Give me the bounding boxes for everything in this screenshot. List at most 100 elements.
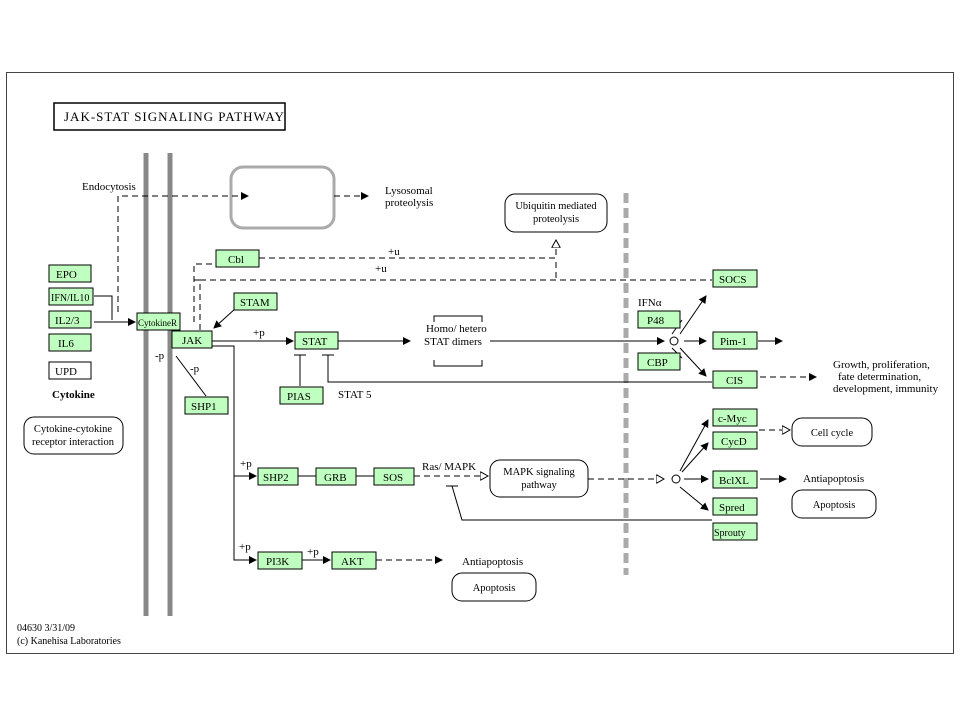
label-plus-u-1: +u: [388, 246, 400, 258]
svg-text:STAM: STAM: [240, 297, 270, 309]
label-plus-p-shp2: +p: [240, 458, 252, 470]
svg-text:Sprouty: Sprouty: [714, 528, 746, 539]
nucleus-node-stat: [669, 336, 679, 346]
footer-copyright: (c) Kanehisa Laboratories: [17, 636, 121, 647]
svg-text:Pim-1: Pim-1: [720, 336, 747, 348]
map-apoptosis-right[interactable]: Apoptosis: [791, 489, 877, 519]
label-dimers-1: Homo/ hetero: [426, 323, 487, 335]
label-dimers-2: STAT dimers: [424, 336, 482, 348]
gene-cmyc[interactable]: c-Myc: [712, 408, 758, 427]
gene-il2-3[interactable]: IL2/3: [48, 310, 92, 329]
svg-text:PI3K: PI3K: [266, 556, 289, 568]
gene-p48[interactable]: P48: [637, 310, 681, 329]
edge-cbl-ubiquitin: [259, 240, 556, 259]
map-cell-cycle[interactable]: Cell cycle: [791, 417, 873, 447]
svg-text:CIS: CIS: [726, 375, 743, 387]
gene-cbl[interactable]: Cbl: [215, 249, 260, 268]
label-plus-p-stat: +p: [253, 327, 265, 339]
svg-text:AKT: AKT: [341, 556, 364, 568]
svg-text:STAT: STAT: [302, 336, 328, 348]
gene-sprouty[interactable]: Sprouty: [712, 522, 758, 541]
edge-spred-inhibit: [451, 485, 712, 521]
svg-text:Apoptosis: Apoptosis: [473, 583, 516, 594]
label-antiapoptosis-bottom: Antiapoptosis: [462, 556, 523, 568]
footer-code: 04630 3/31/09: [17, 623, 75, 634]
svg-text:BclXL: BclXL: [719, 475, 749, 487]
gene-grb[interactable]: GRB: [315, 467, 357, 486]
svg-text:Spred: Spred: [719, 502, 745, 514]
lysosome-box: [229, 165, 336, 230]
svg-text:CytokineR: CytokineR: [138, 318, 177, 328]
svg-text:receptor interaction: receptor interaction: [32, 437, 115, 448]
label-growth-2: fate determination,: [838, 371, 921, 383]
gene-spred[interactable]: Spred: [712, 497, 758, 516]
svg-text:MAPK signaling: MAPK signaling: [503, 467, 575, 478]
node-upd[interactable]: UPD: [48, 361, 92, 380]
gene-sos[interactable]: SOS: [373, 467, 415, 486]
edge-endocytosis: [117, 192, 249, 312]
gene-stat[interactable]: STAT: [294, 331, 339, 350]
edge-to-socs: [679, 295, 707, 335]
gene-shp2[interactable]: SHP2: [257, 467, 299, 486]
gene-stam[interactable]: STAM: [233, 292, 278, 311]
gene-shp1[interactable]: SHP1: [184, 396, 229, 415]
title-box: JAK-STAT SIGNALING PATHWAY: [53, 102, 286, 131]
map-ubiquitin-proteolysis[interactable]: Ubiquitin mediated proteolysis: [504, 193, 608, 233]
map-mapk-signaling[interactable]: MAPK signaling pathway: [489, 459, 589, 498]
edge-stam-jak: [213, 307, 237, 329]
label-minus-p-1: -p: [155, 350, 165, 362]
edge-to-cmyc: [679, 419, 709, 472]
edge-shp1: [175, 355, 207, 397]
label-antiapoptosis-right: Antiapoptosis: [803, 473, 864, 485]
edge-cis-stat: [327, 355, 712, 383]
gene-pim1[interactable]: Pim-1: [712, 331, 758, 350]
edge-jak-pi3k: [212, 345, 257, 564]
gene-bclxl[interactable]: BclXL: [712, 470, 758, 489]
page-title: JAK-STAT SIGNALING PATHWAY: [64, 109, 285, 124]
svg-text:P48: P48: [647, 315, 665, 327]
svg-text:Ubiquitin mediated: Ubiquitin mediated: [515, 201, 597, 212]
gene-cis[interactable]: CIS: [712, 370, 758, 389]
svg-text:SHP2: SHP2: [263, 472, 289, 484]
svg-text:IL2/3: IL2/3: [55, 315, 80, 327]
svg-text:pathway: pathway: [521, 480, 557, 491]
map-apoptosis-bottom[interactable]: Apoptosis: [451, 572, 537, 602]
svg-text:UPD: UPD: [55, 366, 77, 378]
gene-cytokine-receptor[interactable]: CytokineR: [136, 312, 181, 331]
edge-ifn: [94, 295, 113, 320]
gene-il6[interactable]: IL6: [48, 333, 92, 352]
gene-socs[interactable]: SOCS: [712, 269, 758, 288]
svg-text:Cell cycle: Cell cycle: [811, 428, 854, 439]
label-cytokine: Cytokine: [52, 389, 95, 401]
label-plus-p-akt: +p: [307, 546, 319, 558]
gene-akt[interactable]: AKT: [331, 551, 377, 570]
nucleus-node-mapk: [671, 474, 681, 484]
label-lysosomal-1: Lysosomal: [385, 185, 433, 197]
gene-cbp[interactable]: CBP: [637, 352, 681, 371]
dimer-bracket-bottom: [433, 360, 483, 367]
gene-jak[interactable]: JAK: [171, 330, 213, 349]
svg-text:c-Myc: c-Myc: [718, 413, 747, 425]
svg-text:PIAS: PIAS: [287, 391, 311, 403]
map-cytokine-receptor-interaction[interactable]: Cytokine-cytokine receptor interaction: [23, 416, 124, 455]
svg-text:SOS: SOS: [383, 472, 403, 484]
gene-cycd[interactable]: CycD: [712, 431, 758, 450]
label-stat5: STAT 5: [338, 389, 372, 401]
edge-to-cis: [679, 347, 707, 377]
svg-text:EPO: EPO: [56, 269, 77, 281]
svg-text:CycD: CycD: [721, 436, 747, 448]
gene-pi3k[interactable]: PI3K: [257, 551, 303, 570]
label-minus-p-2: -p: [190, 363, 200, 375]
svg-text:JAK: JAK: [182, 335, 202, 347]
gene-ifn-il10[interactable]: IFN/IL10: [48, 287, 94, 306]
gene-pias[interactable]: PIAS: [279, 386, 324, 405]
svg-text:CBP: CBP: [647, 357, 668, 369]
label-lysosomal-2: proteolysis: [385, 197, 433, 209]
gene-epo[interactable]: EPO: [48, 264, 92, 283]
svg-text:SOCS: SOCS: [719, 274, 747, 286]
diagram-frame: [6, 72, 954, 654]
edge-to-cycd: [681, 442, 709, 473]
label-growth-3: development, immunity: [833, 383, 939, 395]
edge-to-spred: [679, 486, 709, 511]
